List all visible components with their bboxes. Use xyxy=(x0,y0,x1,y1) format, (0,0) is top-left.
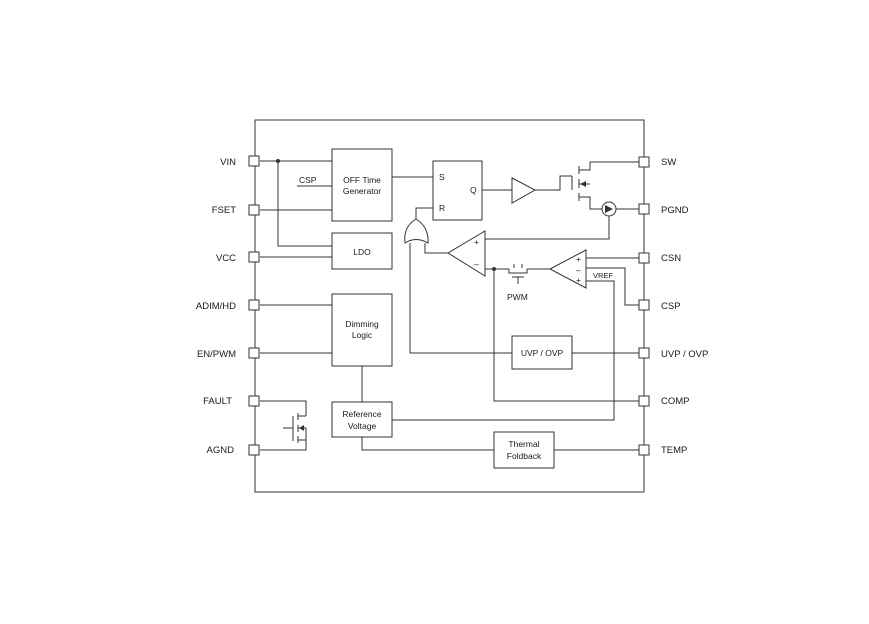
current-sense-amplifier: + – + xyxy=(548,249,587,289)
pin-label-temp: TEMP xyxy=(661,445,687,456)
pin-adim xyxy=(248,299,260,311)
vref-label: VREF xyxy=(593,271,613,280)
pin-label-agnd: AGND xyxy=(207,445,235,456)
svg-text:–: – xyxy=(576,265,581,275)
pin-uvp-ovp xyxy=(638,347,650,359)
uvp-ovp-block: UVP / OVP xyxy=(511,335,573,370)
pin-sw xyxy=(638,156,650,168)
svg-text:–: – xyxy=(474,259,479,269)
reference-voltage-block: Reference Voltage xyxy=(331,401,393,438)
wires xyxy=(260,159,639,451)
pin-label-csp: CSP xyxy=(661,301,681,312)
pin-csp xyxy=(638,299,650,311)
svg-text:+: + xyxy=(576,254,581,264)
pin-comp xyxy=(638,395,650,407)
pin-vcc xyxy=(248,251,260,263)
pin-label-fault: FAULT xyxy=(203,396,232,407)
svg-text:Reference: Reference xyxy=(342,409,381,419)
svg-text:Logic: Logic xyxy=(352,330,373,340)
power-mosfet xyxy=(571,162,591,202)
pin-fset xyxy=(248,204,260,216)
pin-label-adim: ADIM/HD xyxy=(196,301,236,312)
pin-pgnd xyxy=(638,203,650,215)
svg-text:S: S xyxy=(439,172,445,182)
sr-latch: S R Q xyxy=(432,160,483,221)
pin-temp xyxy=(638,444,650,456)
svg-text:Dimming: Dimming xyxy=(345,319,379,329)
or-gate xyxy=(404,218,429,244)
peak-current-comparator: + – xyxy=(447,230,486,277)
off-time-generator-block: OFF Time Generator xyxy=(331,148,393,222)
svg-text:Generator: Generator xyxy=(343,186,381,196)
pin-fault xyxy=(248,395,260,407)
pin-label-csn: CSN xyxy=(661,253,681,264)
thermal-foldback-block: Thermal Foldback xyxy=(493,431,555,469)
pin-label-vcc: VCC xyxy=(216,253,236,264)
pin-en-pwm xyxy=(248,347,260,359)
pin-vin xyxy=(248,155,260,167)
current-sense-element xyxy=(601,201,617,217)
svg-text:R: R xyxy=(439,203,445,213)
svg-text:Foldback: Foldback xyxy=(507,451,542,461)
fault-mosfet xyxy=(260,400,307,451)
svg-text:UVP / OVP: UVP / OVP xyxy=(521,348,564,358)
ldo-block: LDO xyxy=(331,232,393,270)
off-time-csp-label: CSP xyxy=(299,175,317,185)
pin-label-pgnd: PGND xyxy=(661,205,689,216)
svg-text:Q: Q xyxy=(470,185,477,195)
pwm-switch xyxy=(508,264,528,284)
gate-driver-buffer xyxy=(511,177,537,204)
pin-label-en-pwm: EN/PWM xyxy=(197,349,236,360)
pin-label-fset: FSET xyxy=(212,205,236,216)
pin-label-comp: COMP xyxy=(661,396,690,407)
right-pin-labels: SW PGND CSN CSP UVP / OVP COMP TEMP xyxy=(661,157,708,456)
svg-text:Voltage: Voltage xyxy=(348,421,377,431)
svg-text:+: + xyxy=(576,275,581,285)
svg-text:+: + xyxy=(474,237,479,247)
dimming-logic-block: Dimming Logic xyxy=(331,293,393,367)
svg-text:OFF Time: OFF Time xyxy=(343,175,381,185)
svg-text:LDO: LDO xyxy=(353,247,371,257)
left-pins xyxy=(248,155,260,456)
svg-text:Thermal: Thermal xyxy=(508,439,539,449)
left-pin-labels: VIN FSET VCC ADIM/HD EN/PWM FAULT AGND xyxy=(196,157,236,456)
pwm-switch-label: PWM xyxy=(507,292,528,302)
pin-agnd xyxy=(248,444,260,456)
pin-label-vin: VIN xyxy=(220,157,236,168)
pin-csn xyxy=(638,252,650,264)
pin-label-sw: SW xyxy=(661,157,676,168)
right-pins xyxy=(638,156,650,456)
pin-label-uvp-ovp: UVP / OVP xyxy=(661,349,708,360)
